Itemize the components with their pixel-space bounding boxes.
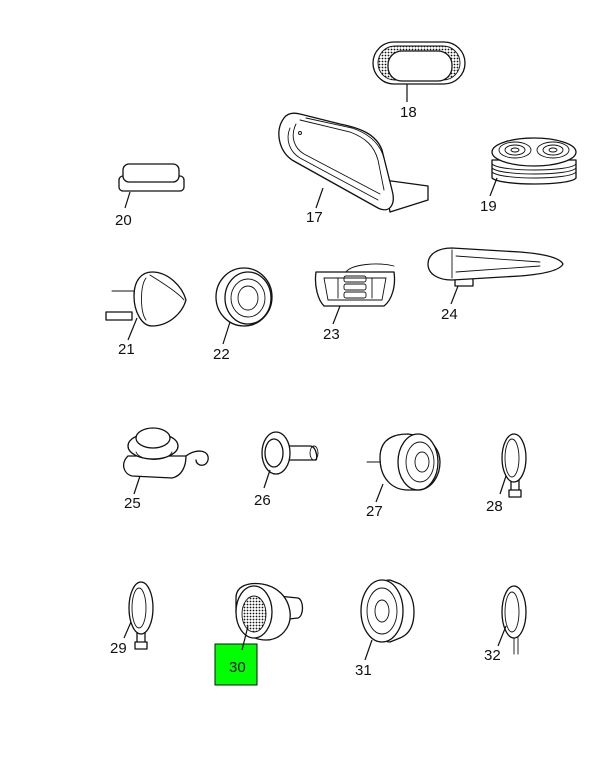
svg-text:21: 21 [118, 341, 135, 358]
callout-28[interactable]: 28 [486, 475, 507, 515]
svg-text:24: 24 [441, 306, 458, 323]
part-23-license-lamp[interactable] [314, 263, 396, 307]
svg-text:29: 29 [110, 640, 127, 657]
svg-text:26: 26 [254, 492, 271, 509]
part-19-double-grommet[interactable] [491, 137, 577, 185]
part-32-oval-lamp[interactable] [501, 585, 527, 655]
callout-17[interactable]: 17 [306, 187, 324, 226]
callout-19[interactable]: 19 [480, 177, 498, 215]
callout-30[interactable]: 30 [214, 625, 258, 686]
svg-text:27: 27 [366, 503, 383, 520]
part-27-round-lamp[interactable] [366, 433, 441, 491]
callout-26[interactable]: 26 [254, 469, 271, 509]
part-26-mushroom-lamp[interactable] [261, 431, 319, 475]
callout-20[interactable]: 20 [115, 191, 132, 229]
callout-25[interactable]: 25 [124, 475, 141, 512]
part-18-oval-grommet[interactable] [372, 41, 466, 85]
part-21-bullet-lamp[interactable] [105, 271, 187, 327]
part-20-cap[interactable] [118, 163, 185, 192]
callout-22[interactable]: 22 [213, 321, 231, 363]
part-31-round-grommet[interactable] [360, 579, 415, 643]
callout-24[interactable]: 24 [441, 285, 459, 323]
callout-32[interactable]: 32 [484, 625, 507, 664]
svg-text:18: 18 [400, 104, 417, 121]
callout-27[interactable]: 27 [366, 483, 384, 520]
svg-text:31: 31 [355, 662, 372, 679]
callout-23[interactable]: 23 [323, 305, 341, 343]
callout-29[interactable]: 29 [110, 621, 132, 657]
part-29-oval-lamp[interactable] [128, 581, 154, 650]
svg-text:28: 28 [486, 498, 503, 515]
svg-text:25: 25 [124, 495, 141, 512]
svg-text:17: 17 [306, 209, 323, 226]
svg-text:22: 22 [213, 346, 230, 363]
svg-text:19: 19 [480, 198, 497, 215]
part-17-lamp-housing[interactable] [278, 112, 429, 213]
callout-18[interactable]: 18 [400, 84, 417, 121]
svg-text:30: 30 [229, 659, 246, 676]
callout-30-highlight [214, 643, 258, 686]
part-30-grommet-socket[interactable] [235, 582, 304, 641]
svg-text:23: 23 [323, 326, 340, 343]
part-22-round-grommet[interactable] [215, 267, 273, 327]
part-25-hook-lamp[interactable] [122, 427, 209, 479]
svg-text:32: 32 [484, 647, 501, 664]
callout-31[interactable]: 31 [355, 639, 373, 679]
part-28-oval-lamp[interactable] [501, 433, 527, 498]
part-24-torpedo-lamp[interactable] [427, 247, 564, 287]
callout-21[interactable]: 21 [118, 317, 138, 358]
svg-text:20: 20 [115, 212, 132, 229]
